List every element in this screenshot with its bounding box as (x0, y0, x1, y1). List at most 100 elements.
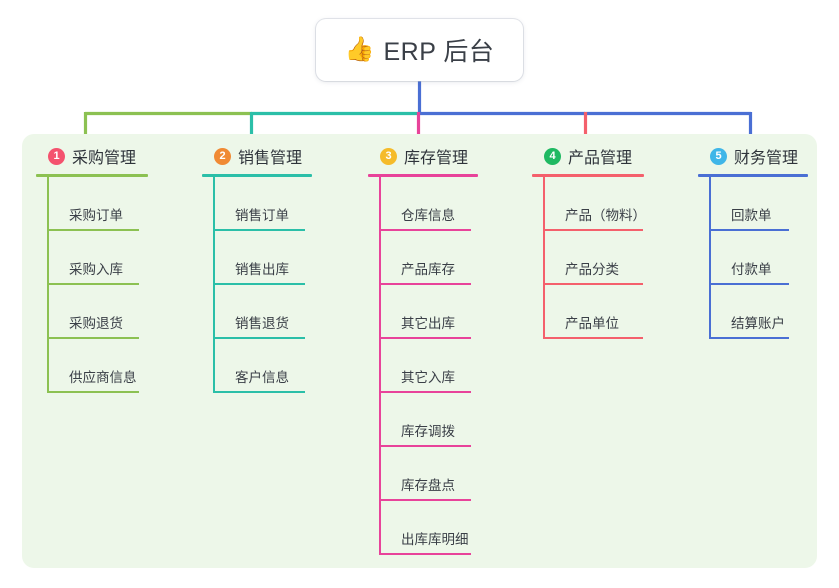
branch-item-label: 采购订单 (69, 208, 123, 223)
branch-item[interactable]: 产品库存 (379, 231, 478, 285)
branch-item-label: 产品分类 (565, 262, 619, 277)
branch-header-1[interactable]: 1 采购管理 (36, 143, 148, 169)
branch-item[interactable]: 回款单 (709, 177, 808, 231)
branch-header-2[interactable]: 2 销售管理 (202, 143, 312, 169)
branch-number-badge: 2 (214, 147, 231, 165)
branch-underline (368, 174, 478, 177)
branch-item-label: 销售退货 (235, 316, 289, 331)
branch-item-underline (213, 391, 305, 393)
branch-item[interactable]: 其它出库 (379, 285, 478, 339)
branch-item-underline (709, 337, 789, 339)
thumbs-up-icon: 👍 (344, 36, 375, 63)
branch-item[interactable]: 销售订单 (213, 177, 312, 231)
branch-item-underline (379, 553, 471, 555)
branch-title: 销售管理 (238, 150, 303, 167)
branch-item-label: 产品（物料） (565, 208, 646, 223)
branch-item-underline (47, 229, 139, 231)
branch-header-4[interactable]: 4 产品管理 (532, 143, 646, 169)
branch-column-5: 5 财务管理回款单付款单结算账户 (698, 143, 808, 339)
branch-underline (202, 174, 312, 177)
branch-item-underline (213, 337, 305, 339)
branch-spine (47, 177, 49, 393)
branch-item[interactable]: 产品单位 (543, 285, 646, 339)
branch-item-underline (47, 391, 139, 393)
branch-title: 产品管理 (568, 150, 633, 167)
branch-item-label: 结算账户 (731, 316, 785, 331)
branch-item-underline (543, 337, 643, 339)
branch-item-underline (379, 445, 471, 447)
branch-item[interactable]: 采购入库 (47, 231, 148, 285)
branch-item[interactable]: 销售出库 (213, 231, 312, 285)
branch-item-underline (543, 283, 643, 285)
branch-header-5[interactable]: 5 财务管理 (698, 143, 808, 169)
branch-underline (698, 174, 808, 177)
branch-column-3: 3 库存管理仓库信息产品库存其它出库其它入库库存调拨库存盘点出库库明细 (368, 143, 478, 555)
branch-number-badge: 4 (544, 147, 561, 165)
branch-items: 仓库信息产品库存其它出库其它入库库存调拨库存盘点出库库明细 (368, 177, 478, 555)
branch-item[interactable]: 其它入库 (379, 339, 478, 393)
branch-items: 采购订单采购入库采购退货供应商信息 (36, 177, 148, 393)
branch-item-underline (709, 283, 789, 285)
branch-item-label: 其它出库 (401, 316, 455, 331)
branch-number-badge: 5 (710, 147, 727, 165)
root-node-title: ERP 后台 (383, 38, 495, 66)
branch-title: 财务管理 (734, 150, 799, 167)
branch-item[interactable]: 库存调拨 (379, 393, 478, 447)
branch-item-underline (379, 229, 471, 231)
root-node[interactable]: 👍 ERP 后台 (316, 19, 523, 81)
branch-item[interactable]: 供应商信息 (47, 339, 148, 393)
branch-item-label: 库存调拨 (401, 424, 455, 439)
branch-item[interactable]: 结算账户 (709, 285, 808, 339)
branch-item[interactable]: 仓库信息 (379, 177, 478, 231)
branch-item-label: 库存盘点 (401, 478, 455, 493)
branch-item-underline (709, 229, 789, 231)
branch-item-label: 客户信息 (235, 370, 289, 385)
branch-spine (379, 177, 381, 555)
branch-item[interactable]: 采购退货 (47, 285, 148, 339)
branch-number-badge: 1 (48, 147, 65, 165)
branch-item[interactable]: 付款单 (709, 231, 808, 285)
branch-item-label: 付款单 (731, 262, 772, 277)
branch-item-underline (47, 337, 139, 339)
branch-item-underline (379, 283, 471, 285)
branch-item-label: 其它入库 (401, 370, 455, 385)
branch-underline (36, 174, 148, 177)
branch-item[interactable]: 出库库明细 (379, 501, 478, 555)
branch-spine (213, 177, 215, 393)
branch-header-3[interactable]: 3 库存管理 (368, 143, 478, 169)
branch-number-badge: 3 (380, 147, 397, 165)
branches-panel (22, 134, 817, 568)
branch-item-label: 产品库存 (401, 262, 455, 277)
branch-item-label: 销售出库 (235, 262, 289, 277)
branch-item[interactable]: 客户信息 (213, 339, 312, 393)
branch-item-underline (47, 283, 139, 285)
branch-spine (543, 177, 545, 339)
branch-item-label: 仓库信息 (401, 208, 455, 223)
branch-title: 采购管理 (72, 150, 137, 167)
branch-item[interactable]: 产品分类 (543, 231, 646, 285)
branch-items: 销售订单销售出库销售退货客户信息 (202, 177, 312, 393)
branch-item-underline (379, 391, 471, 393)
branch-item-underline (379, 499, 471, 501)
branch-items: 产品（物料） 产品分类产品单位 (532, 177, 646, 339)
branch-item-label: 采购入库 (69, 262, 123, 277)
branch-item-label: 产品单位 (565, 316, 619, 331)
branch-item[interactable]: 库存盘点 (379, 447, 478, 501)
branch-item-underline (543, 229, 643, 231)
branch-title: 库存管理 (404, 150, 469, 167)
branch-item-label: 供应商信息 (69, 370, 137, 385)
branch-column-4: 4 产品管理产品（物料） 产品分类产品单位 (532, 143, 646, 339)
branch-item-underline (213, 283, 305, 285)
branch-item[interactable]: 销售退货 (213, 285, 312, 339)
branch-spine (709, 177, 711, 339)
branch-item-label: 回款单 (731, 208, 772, 223)
branch-item-underline (213, 229, 305, 231)
branch-item[interactable]: 产品（物料） (543, 177, 646, 231)
branch-column-2: 2 销售管理销售订单销售出库销售退货客户信息 (202, 143, 312, 393)
branch-item-label: 出库库明细 (401, 532, 469, 547)
branch-underline (532, 174, 644, 177)
branch-item[interactable]: 采购订单 (47, 177, 148, 231)
branch-column-1: 1 采购管理采购订单采购入库采购退货供应商信息 (36, 143, 148, 393)
